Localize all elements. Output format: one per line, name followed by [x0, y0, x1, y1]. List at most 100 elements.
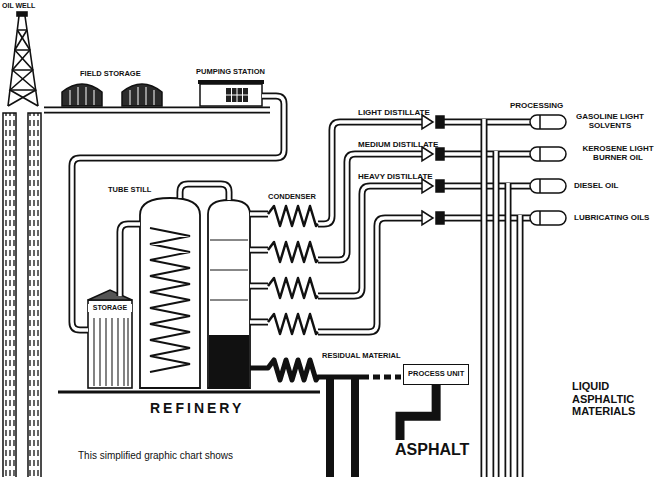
process-cylinder: [530, 211, 566, 225]
well-bore: [3, 113, 41, 477]
distillate-pipe: [318, 218, 422, 332]
pipe: [44, 107, 270, 114]
well-casing: [3, 113, 16, 477]
valve-block: [436, 148, 444, 160]
condenser-coil: [268, 206, 318, 226]
flow-arrow: [422, 211, 433, 225]
product-label: LUBRICATING OILS: [574, 213, 649, 222]
process-cylinder: [530, 115, 566, 129]
section-label: PROCESSING: [510, 101, 563, 110]
drop-pipe: [481, 119, 488, 477]
window-grid: [226, 88, 248, 102]
processing-units: [422, 115, 566, 225]
tower-residue: [209, 335, 249, 388]
field-tank: [122, 84, 162, 106]
pipe-walls: [44, 96, 530, 332]
flow-arrow: [422, 147, 433, 161]
pipe: [250, 247, 268, 254]
pipe-connector: [400, 385, 436, 440]
distillation-tower: [208, 200, 250, 388]
chart-caption: This simplified graphic chart shows: [78, 450, 233, 462]
residual-drop: [330, 377, 355, 477]
pipe: [120, 224, 140, 296]
pipe: [180, 184, 229, 200]
distillate-pipe: [318, 186, 422, 296]
residual-dashed: [362, 375, 401, 380]
pipe: [72, 96, 284, 330]
station-window: [226, 88, 248, 102]
valve-block: [436, 212, 444, 224]
tank-body: [88, 300, 132, 388]
tank-stripes: [70, 87, 154, 105]
field-tank: [62, 84, 102, 106]
node-text: ASPHALT: [395, 441, 469, 459]
pipe: [250, 284, 268, 288]
drop-pipe: [505, 183, 512, 477]
drop-pipe: [517, 215, 524, 477]
flow-arrow: [422, 115, 433, 129]
pipe: [250, 212, 268, 216]
tank-hatching: [94, 318, 128, 386]
condenser-coil: [268, 242, 318, 262]
storage-tank: [88, 290, 132, 388]
tower-trays: [210, 240, 248, 300]
distillate-pipe: [318, 218, 422, 332]
stream-label: RESIDUAL MATERIAL: [322, 352, 400, 361]
still-body: [140, 198, 200, 388]
pipe: [250, 319, 268, 326]
pipe: [250, 283, 268, 290]
derrick-bracing: [10, 30, 38, 106]
stream-label: MEDIUM DISTILLATE: [358, 140, 438, 149]
plant-title: REFINERY: [150, 400, 244, 416]
station-label: PUMPING STATION: [196, 68, 265, 77]
tank-roof: [88, 290, 132, 300]
valve-block: [436, 180, 444, 192]
pipe: [180, 184, 229, 200]
product-box: ASPHALT: [392, 440, 472, 460]
equipment-label: CONDENSER: [268, 193, 316, 202]
stream-label: HEAVY DISTILLATE: [358, 172, 433, 181]
station-building: [200, 84, 262, 106]
condenser: [268, 206, 318, 334]
field-storage-tanks: [62, 84, 162, 106]
drop-pipe: [482, 119, 486, 477]
pumping-station: [198, 80, 264, 106]
drop-pipe-bores: [484, 119, 520, 477]
pipe: [72, 96, 284, 330]
pipe: [250, 248, 268, 252]
distillate-pipe: [318, 154, 422, 260]
pipe: [250, 320, 268, 324]
pipe: [120, 224, 140, 296]
product-label: GASOLINE LIGHT SOLVENTS: [574, 112, 646, 130]
equipment-label: TUBE STILL: [108, 186, 151, 195]
node-text: PROCESS UNIT: [408, 370, 464, 379]
stream-label: LIGHT DISTILLATE: [358, 108, 430, 117]
process-cylinder: [530, 179, 566, 193]
tube-still: [140, 198, 200, 388]
flow-arrow: [422, 179, 433, 193]
drop-pipe: [518, 215, 522, 477]
pipe-bores: [44, 96, 530, 332]
process-cylinder: [530, 147, 566, 161]
condenser-coil: [268, 314, 318, 334]
refinery-base: [58, 391, 320, 394]
residual-line: [250, 360, 401, 477]
drop-pipe: [494, 151, 498, 477]
process-box: PROCESS UNIT: [403, 364, 469, 385]
drop-pipe-walls: [484, 119, 520, 477]
cylinder-seam: [539, 115, 541, 225]
well-label: OIL WELL: [2, 2, 35, 10]
derrick-crown: [17, 12, 27, 16]
pipe: [44, 108, 270, 112]
pipe: [250, 211, 268, 218]
product-label: DIESEL OIL: [574, 181, 618, 190]
storage-label: FIELD STORAGE: [80, 70, 141, 79]
equipment-label: STORAGE: [88, 304, 132, 312]
tower-body: [208, 200, 250, 388]
product-label: LIQUID ASPHALTIC MATERIALS: [572, 380, 652, 418]
residual-pipe: [250, 360, 362, 380]
oil-derrick: [8, 12, 38, 106]
condenser-coil: [268, 278, 318, 298]
well-casing: [28, 113, 41, 477]
